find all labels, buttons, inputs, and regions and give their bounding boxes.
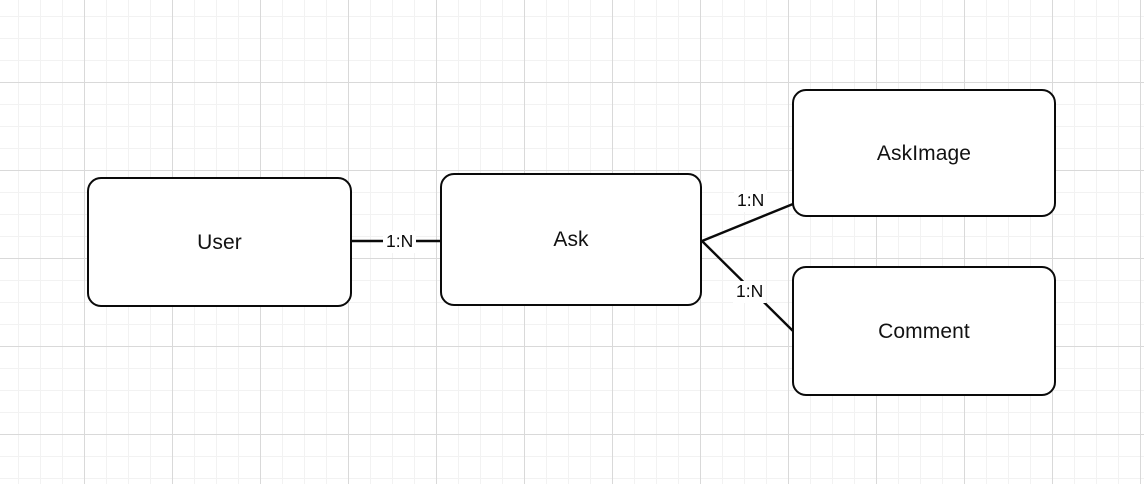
entity-node-user[interactable]: User [87,177,352,307]
edge-label-user-ask[interactable]: 1:N [383,231,417,253]
entity-label-comment: Comment [878,319,970,343]
edge-label-ask-askimage[interactable]: 1:N [734,190,768,212]
entity-node-ask[interactable]: Ask [440,173,702,306]
entity-label-ask: Ask [553,228,589,251]
entity-label-askimage: AskImage [876,141,972,165]
entity-node-askimage[interactable]: AskImage [792,89,1056,217]
edge-label-ask-comment[interactable]: 1:N [733,281,767,303]
entity-node-comment[interactable]: Comment [792,266,1056,396]
entity-label-user: User [197,230,242,254]
